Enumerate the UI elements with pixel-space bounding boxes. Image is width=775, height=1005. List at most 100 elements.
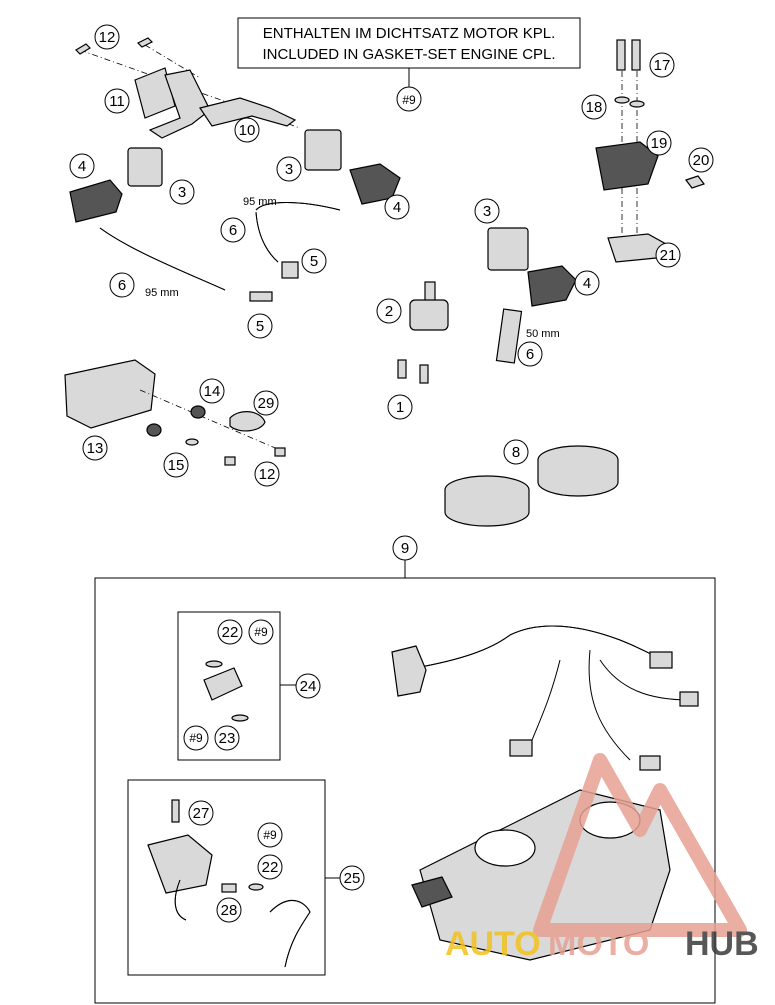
map-sensor-4-right [527,265,577,307]
svg-text:6: 6 [118,277,126,294]
svg-text:22: 22 [222,624,239,641]
screw-12-low [224,456,236,466]
clamp-29 [229,411,266,432]
bracket-10 [199,97,297,127]
callout-27: 27 [188,800,214,826]
svg-text:11: 11 [109,93,125,110]
boot-8a [444,490,530,527]
svg-text:28: 28 [221,902,238,919]
callout-9-header: #9 [396,86,422,112]
ecu-13-group [64,359,286,466]
watermark-mountain-icon [533,753,747,937]
washer-18 [614,96,630,104]
svg-text:14: 14 [204,383,221,400]
sensor-group-left [69,129,401,302]
callout-23: 23 [214,725,240,751]
cover-3-left [127,147,163,187]
hose-length-label-left: 95 mm [145,287,179,299]
nipple-5-mid [281,261,299,279]
callout-9-valve: #9 [257,822,283,848]
callout-29: 29 [253,390,279,416]
svg-text:9: 9 [401,540,409,557]
sensor-2-shaft [424,281,436,303]
nipple-5-left [249,291,273,302]
callout-9-main: 9 [392,535,418,561]
o-ring-22 [205,660,223,668]
bracket-10-arm [148,69,211,139]
note-line-de: ENTHALTEN IM DICHTSATZ MOTOR KPL. [263,25,556,42]
callout-11: 11 [104,88,130,114]
watermark-auto: AUTO [445,925,541,963]
svg-text:12: 12 [259,466,276,483]
callout-15: 15 [163,452,189,478]
map-sensor-4-left [69,179,123,223]
callout-24: 24 [295,673,321,699]
sensor-2-group [397,281,449,384]
watermark-logo: AUTO MOTO HUB [445,753,759,963]
ecu-13 [64,359,156,429]
svg-text:12: 12 [99,29,116,46]
nut-20 [685,175,705,189]
callout-22-injector: 22 [217,619,243,645]
callout-4-left: 4 [69,153,95,179]
harness-connector-a [649,651,673,669]
callout-5-left: 5 [247,313,273,339]
washer-15 [185,438,199,446]
harness-connector-c [509,739,533,757]
injector-kit-box [177,611,281,761]
grommet-14 [190,405,206,419]
harness-connector-d [639,755,661,771]
svg-text:27: 27 [193,805,210,822]
svg-text:6: 6 [229,222,237,239]
svg-text:1: 1 [396,399,404,416]
callout-1: 1 [387,394,413,420]
injector-24 [203,667,243,701]
svg-text:#9: #9 [254,625,268,639]
callout-4-right: 4 [574,270,600,296]
svg-text:5: 5 [310,253,318,270]
boot-8b [537,460,619,497]
screw-28 [221,883,237,893]
svg-text:4: 4 [393,199,401,216]
hose-length-label-right: 50 mm [526,328,560,340]
harness-connector-b [679,691,699,707]
screw-1a [397,359,407,379]
callout-6-mid: 6 [220,217,246,243]
svg-text:4: 4 [583,275,591,292]
sensor-2-body [409,299,449,331]
callout-5-mid: 5 [301,248,327,274]
screw-27 [171,799,180,823]
svg-text:3: 3 [285,161,293,178]
callout-22-valve: 22 [257,854,283,880]
callout-28: 28 [216,897,242,923]
washer-18b [629,100,645,108]
svg-text:10: 10 [239,122,256,139]
clamp-11 [134,67,176,119]
svg-text:5: 5 [256,318,264,335]
throttle-body-assembly-box [94,560,716,1004]
svg-text:#9: #9 [263,828,277,842]
callout-9-injector-bottom: #9 [183,725,209,751]
svg-text:3: 3 [483,203,491,220]
bracket-group [75,37,301,139]
harness-connector-main [391,645,427,697]
hose-length-label-mid: 95 mm [243,196,277,208]
svg-text:24: 24 [300,678,317,695]
idle-valve-25 [147,834,213,894]
callout-17: 17 [649,52,675,78]
callout-13: 13 [82,435,108,461]
svg-text:4: 4 [78,158,86,175]
callout-19: 19 [646,130,672,156]
control-unit-19 [595,141,659,191]
svg-text:15: 15 [168,457,185,474]
callout-3-right: 3 [474,198,500,224]
screw-12-clamp [274,447,286,457]
seal-22 [248,883,264,891]
svg-text:8: 8 [512,444,520,461]
bolt-17b [631,39,641,71]
svg-text:18: 18 [586,99,603,116]
hose-6-right [495,308,523,364]
watermark-hub: HUB [685,925,759,963]
callout-21: 21 [655,242,681,268]
